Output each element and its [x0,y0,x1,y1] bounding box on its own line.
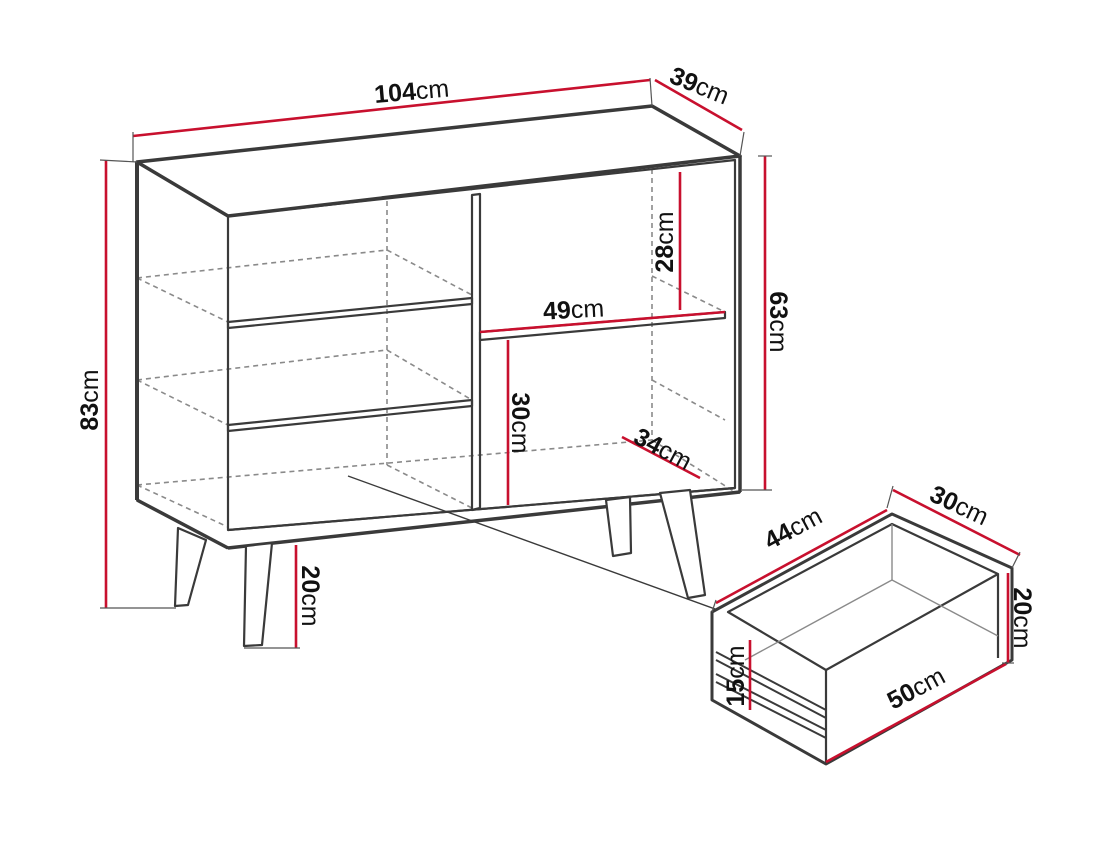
leg-front-left [242,541,274,648]
label-shelf-gap-upper: 28cm [651,211,679,272]
drawer-body [710,512,1014,766]
label-body-height: 63cm [764,291,792,352]
dim-line-34 [621,435,701,480]
label-cabinet-height: 83cm [76,369,104,430]
label-shelf-width: 49cm [542,294,605,325]
left-shelf-upper [226,296,474,330]
dim-line-50 [825,662,1007,764]
label-drawer-front-height: 15cm [722,645,750,706]
leg-front-right [658,488,707,600]
leg-back-left [173,526,208,608]
leg-back-right [604,495,633,558]
dim-line-39 [654,78,743,132]
dimension-lines [104,78,1021,764]
label-shelf-gap-lower: 30cm [506,392,534,453]
cabinet-top [135,104,742,218]
dim-line-30-drawer [892,488,1021,557]
cabinet-legs [173,488,707,648]
label-cabinet-width: 104cm [373,75,450,109]
dim-line-44 [715,508,888,605]
label-cabinet-depth: 39cm [666,62,733,111]
cabinet-outline [135,104,742,550]
label-shelf-depth: 34cm [629,423,696,476]
label-leg-height: 20cm [296,565,324,626]
extension-lines [99,77,1021,664]
left-shelf-lower [226,398,474,433]
cabinet-divider [470,192,482,512]
label-drawer-height: 20cm [1008,587,1036,648]
dim-line-104 [132,78,651,138]
drawer [710,512,1014,766]
dim-line-49 [479,310,726,334]
